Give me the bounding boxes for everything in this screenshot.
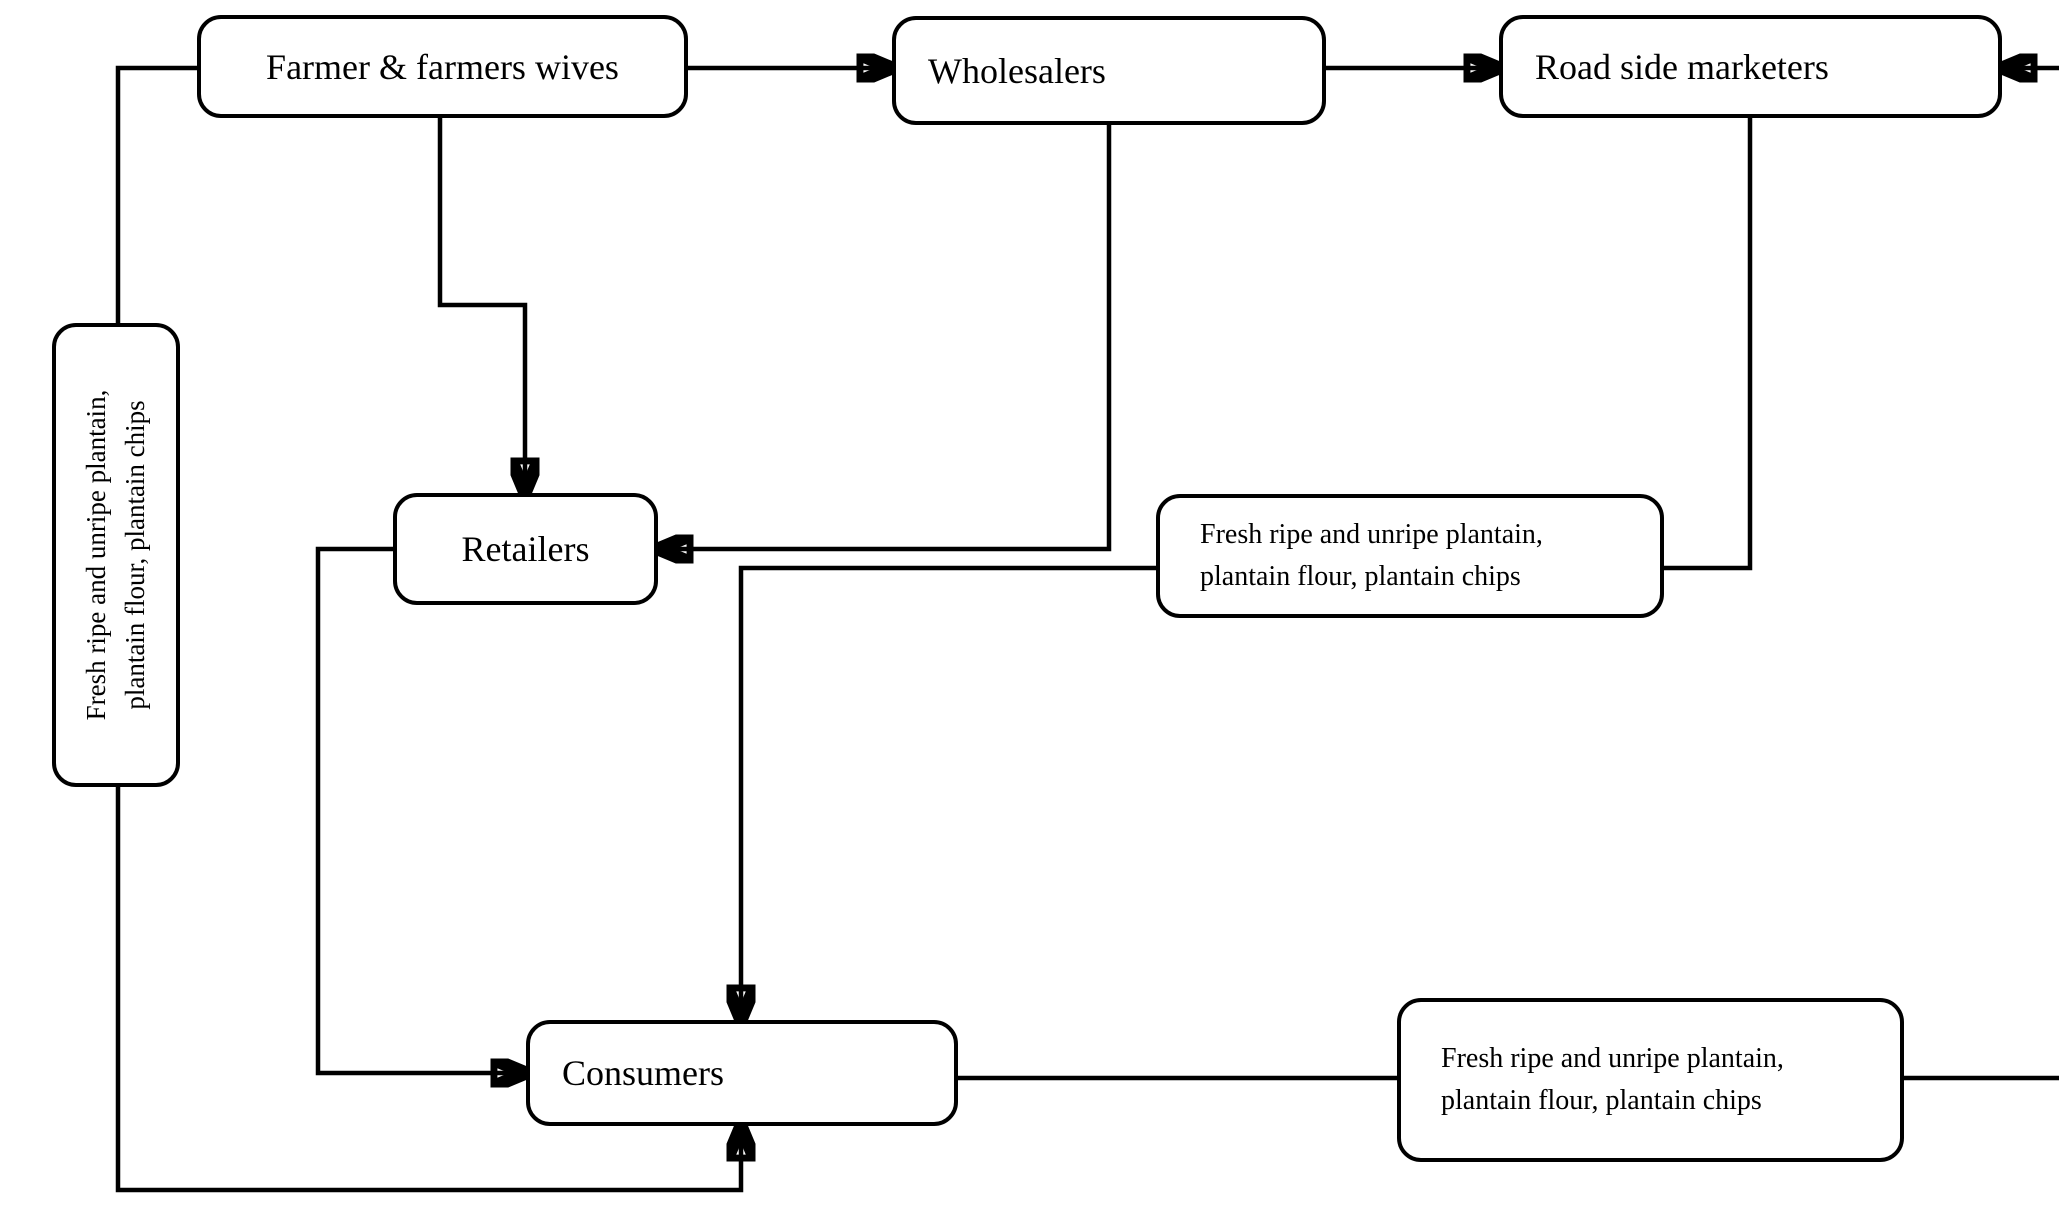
node-roadside-marketers: Road side marketers <box>1499 15 2002 118</box>
node-consumers: Consumers <box>526 1020 958 1126</box>
edge-retailers-consumers <box>315 546 523 1073</box>
node-farmer: Farmer & farmers wives <box>197 15 688 118</box>
node-left-products: Fresh ripe and unripe plantain, plantain… <box>52 323 180 787</box>
node-consumers-label: Consumers <box>562 1053 724 1093</box>
node-wholesalers: Wholesalers <box>892 16 1326 125</box>
edge-farmer-consumers-feedback <box>115 65 741 1193</box>
edge-farmer-retailers <box>437 118 525 490</box>
node-roadside-marketers-label: Road side marketers <box>1535 46 1829 87</box>
node-bottom-right-products: Fresh ripe and unripe plantain, plantain… <box>1397 998 1904 1162</box>
node-farmer-label: Farmer & farmers wives <box>266 46 619 87</box>
edge-wholesalers-retailers <box>661 125 1112 549</box>
node-retailers: Retailers <box>393 493 658 605</box>
node-bottom-right-products-label: Fresh ripe and unripe plantain, plantain… <box>1441 1043 1784 1116</box>
node-retailers-label: Retailers <box>461 529 590 569</box>
node-left-products-label: Fresh ripe and unripe plantain, plantain… <box>80 389 150 721</box>
node-mid-products-label: Fresh ripe and unripe plantain, plantain… <box>1200 519 1543 592</box>
node-mid-products: Fresh ripe and unripe plantain, plantain… <box>1156 494 1664 618</box>
node-wholesalers-label: Wholesalers <box>928 50 1106 91</box>
